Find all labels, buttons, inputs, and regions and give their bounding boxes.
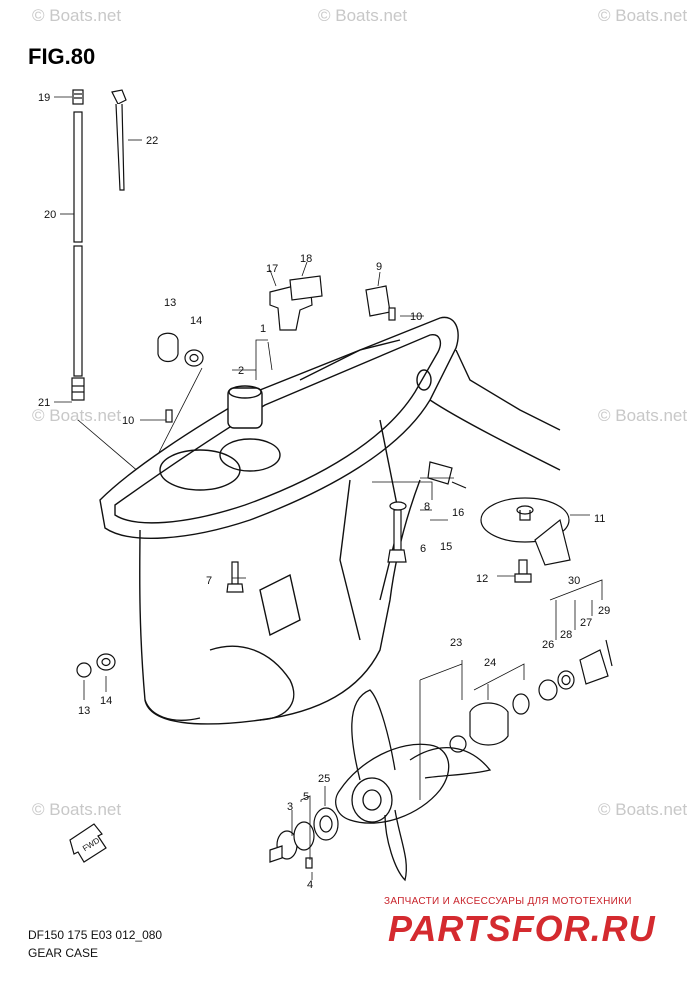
thrust-parts: [269, 807, 339, 869]
callout-label: 10: [122, 415, 134, 427]
callout-label: 15: [440, 541, 452, 553]
callout-label: 28: [560, 629, 572, 641]
drive-shaft: [71, 89, 85, 401]
callout-label: 29: [598, 605, 610, 617]
callout-label: 9: [376, 261, 382, 273]
callout-label: 23: [450, 637, 462, 649]
section-caption: GEAR CASE: [28, 946, 99, 960]
bolts: [76, 461, 532, 678]
callout-label: 26: [542, 639, 554, 651]
callout-label: 2: [238, 365, 244, 377]
propeller-shaft-parts: [449, 639, 613, 753]
propeller: [335, 689, 492, 882]
brand-logo: PARTSFOR.RU: [388, 908, 656, 949]
callout-label: 19: [38, 92, 50, 104]
callout-label: 24: [484, 657, 496, 669]
watermark: © Boats.net: [32, 6, 122, 25]
callout-label: 1: [260, 323, 266, 335]
watermark: © Boats.net: [598, 406, 688, 425]
watermark: © Boats.net: [32, 800, 122, 819]
callout-label: 18: [300, 253, 312, 265]
callout-label: 11: [594, 513, 605, 525]
trim-tab: [480, 497, 571, 566]
callout-label: 5: [303, 791, 309, 803]
callout-label: 3: [287, 801, 293, 813]
watermark: © Boats.net: [32, 406, 122, 425]
callout-label: 4: [307, 879, 313, 891]
cable-tie: [111, 89, 127, 191]
callout-label: 7: [206, 575, 212, 587]
callout-label: 17: [266, 263, 278, 275]
callout-label: 14: [100, 695, 112, 707]
watermark: © Boats.net: [598, 6, 688, 25]
brand-subtitle: ЗАПЧАСТИ И АКСЕССУАРЫ ДЛЯ МОТОТЕХНИКИ: [384, 896, 632, 907]
fwd-arrow-icon: [69, 823, 107, 863]
watermark: © Boats.net: [318, 6, 408, 25]
watermark: © Boats.net: [598, 800, 688, 819]
seal-parts: [157, 275, 396, 423]
callout-label: 30: [568, 575, 580, 587]
callout-label: 14: [190, 315, 202, 327]
callout-label: 13: [78, 705, 90, 717]
callout-label: 12: [476, 573, 488, 585]
callout-label: 8: [424, 501, 430, 513]
callout-label: 25: [318, 773, 330, 785]
model-caption: DF150 175 E03 012_080: [28, 928, 163, 942]
callout-label: 21: [38, 397, 50, 409]
gear-case-housing: [99, 316, 561, 725]
callout-label: 27: [580, 617, 592, 629]
figure-title: FIG.80: [28, 44, 96, 69]
callout-label: 10: [410, 311, 422, 323]
callout-label: 16: [452, 507, 464, 519]
callout-label: 13: [164, 297, 176, 309]
callout-label: 22: [146, 135, 158, 147]
callout-label: 6: [420, 543, 426, 555]
callout-label: 20: [44, 209, 56, 221]
